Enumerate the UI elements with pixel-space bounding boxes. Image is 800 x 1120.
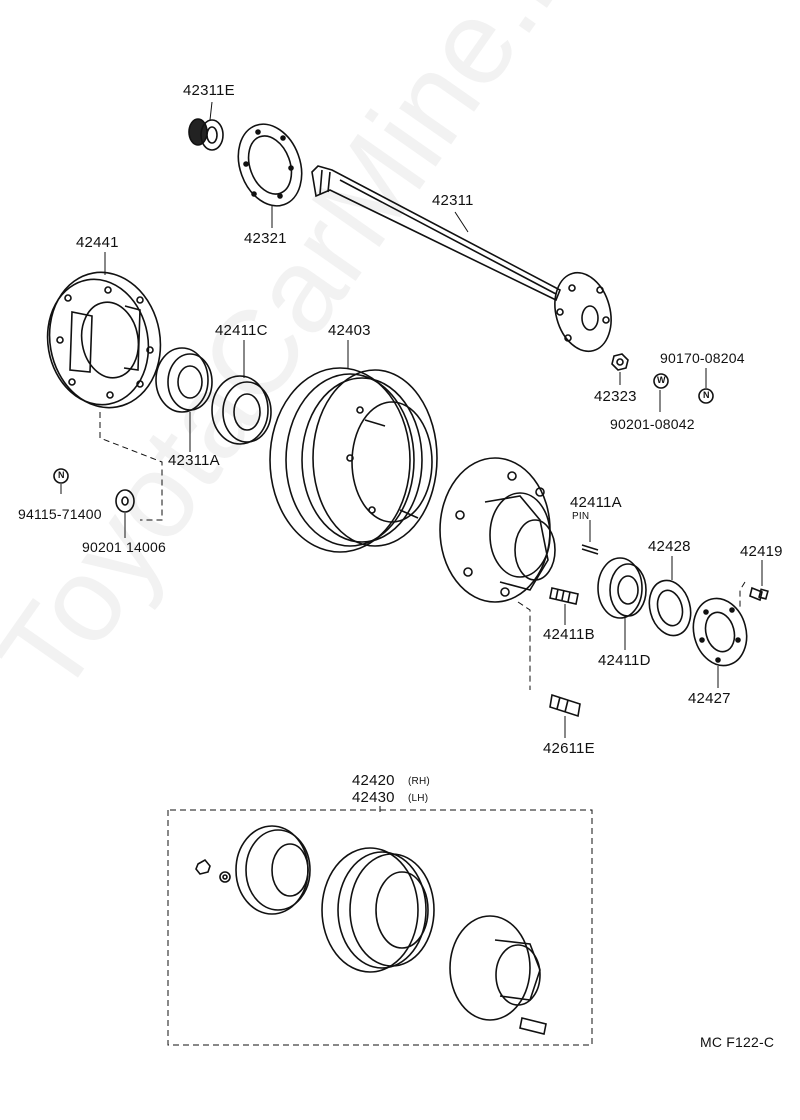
label-90201-14006: 90201 14006 [82,539,166,555]
label-42420: 42420 [352,772,395,789]
hub-drum-assembly [195,825,547,1035]
label-rh: (RH) [408,776,430,787]
label-90170-08204: 90170-08204 [660,350,745,366]
label-42321: 42321 [244,230,287,247]
axle-hub [439,457,556,603]
label-94115-71400: 94115-71400 [18,506,102,522]
cover-42427 [692,597,748,667]
label-42311E: 42311E [183,82,235,99]
bolt-42611E [549,693,581,718]
gasket-42321 [237,123,303,207]
bearing-42311A [155,347,213,413]
label-42411B: 42411B [543,626,595,643]
stud-42411B [549,587,579,605]
bearing-42411C [211,375,272,445]
label-42403: 42403 [328,322,371,339]
symbol-circle-n2 [698,388,714,404]
nut-42323 [611,353,629,371]
label-42311: 42311 [432,192,474,209]
symbol-n-label-1: N [58,470,65,480]
bolt-42419 [749,586,769,602]
label-42411D: 42411D [598,652,651,669]
backing-plate-42441 [46,271,162,409]
axle-shaft-42311 [311,165,612,353]
label-lh: (LH) [408,793,429,804]
seal-42311E [188,118,224,151]
label-42428: 42428 [648,538,691,555]
brake-drum-42403 [269,367,438,553]
symbol-circle-n1 [53,468,69,484]
pin-42411A [581,544,599,555]
label-42411C: 42411C [215,322,268,339]
label-42411A: 42411A [570,494,622,511]
symbol-w-label: W [657,375,666,385]
label-42611E: 42611E [543,740,595,757]
leader-lines [60,101,763,812]
washer-90201-14006 [115,489,135,513]
label-90201-08042: 90201-08042 [610,416,695,432]
label-42441: 42441 [76,234,119,251]
label-42427: 42427 [688,690,731,707]
symbol-n-label-2: N [703,390,710,400]
dashed-callouts [99,412,746,1046]
symbol-circle-w1 [653,373,669,389]
label-pin: PIN [572,511,590,522]
label-42311A: 42311A [168,452,220,469]
figure-code: MC F122-C [700,1034,775,1050]
bearing-42411D [597,557,647,619]
label-42430: 42430 [352,789,395,806]
label-42419: 42419 [740,543,783,560]
label-42323: 42323 [594,388,637,405]
gasket-42428 [648,579,692,637]
